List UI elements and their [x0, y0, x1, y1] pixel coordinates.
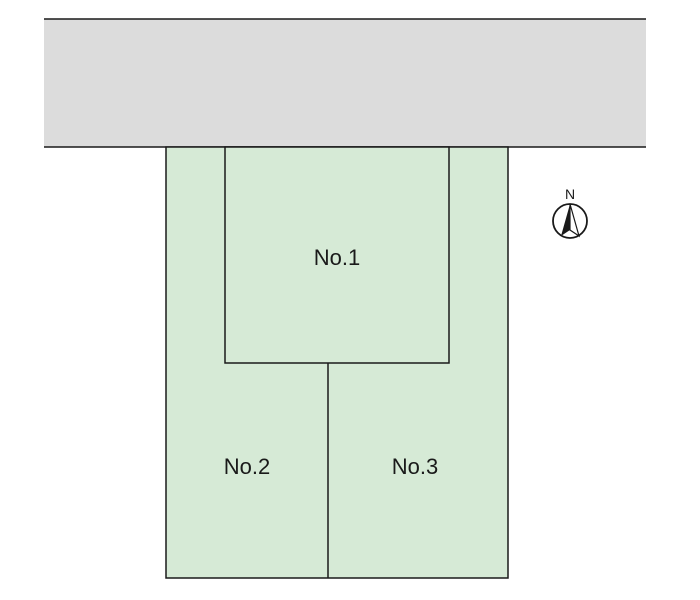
- compass-north-label: N: [565, 186, 575, 202]
- lot-1[interactable]: [224, 146, 450, 364]
- lot-3-label: No.3: [392, 454, 438, 479]
- compass-arrow-right: [569, 203, 581, 238]
- road: [44, 19, 646, 147]
- lot-1-label: No.1: [314, 245, 360, 270]
- compass-arrow-left: [561, 204, 570, 236]
- north-compass-icon: N: [552, 186, 588, 239]
- lot-2-label: No.2: [224, 454, 270, 479]
